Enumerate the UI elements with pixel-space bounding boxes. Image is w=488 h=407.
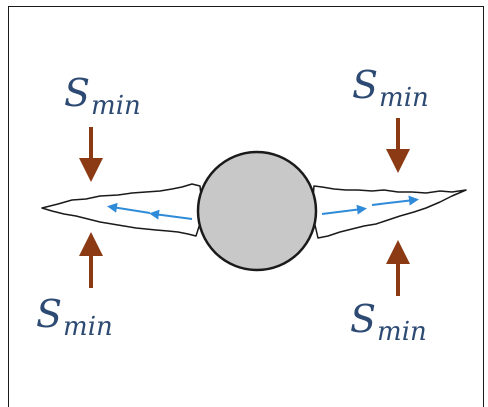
smin-subscript: min <box>91 91 141 121</box>
smin-label-top-right: Smin <box>352 63 429 111</box>
smin-subscript: min <box>377 317 427 347</box>
smin-symbol: S <box>352 63 379 107</box>
flow-arrow-right-outer <box>371 195 419 206</box>
smin-label-bottom-right: Smin <box>350 297 427 345</box>
smin-symbol: S <box>64 71 91 115</box>
smin-subscript: min <box>63 312 113 342</box>
smin-symbol: S <box>36 292 63 336</box>
flow-arrow-left-outer <box>107 202 151 214</box>
left-fracture-wing <box>41 183 204 237</box>
diagram-frame <box>8 6 484 407</box>
smin-label-bottom-left: Smin <box>36 292 113 340</box>
smin-symbol: S <box>350 297 377 341</box>
smin-label-top-left: Smin <box>64 71 141 119</box>
flow-arrow-left-inner <box>149 209 193 220</box>
smin-subscript: min <box>379 83 429 113</box>
wellbore-circle <box>196 150 318 272</box>
flow-arrow-right-inner <box>321 204 367 215</box>
